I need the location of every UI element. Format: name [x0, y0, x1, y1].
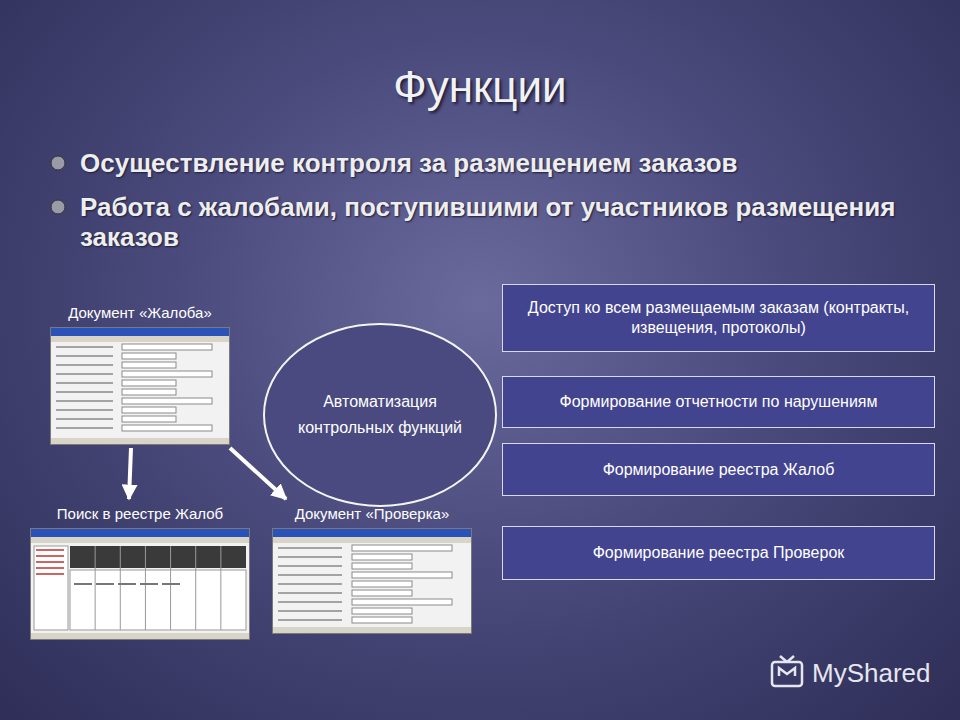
node-text: Формирование реестра Жалоб	[603, 460, 835, 480]
slide-title: Функции	[0, 62, 960, 112]
figure-caption: Документ «Жалоба»	[50, 304, 230, 321]
bullet-dot	[51, 156, 65, 170]
process-box: Формирование отчетности по нарушениям	[502, 376, 935, 428]
node-text: Доступ ко всем размещаемым заказам (конт…	[511, 298, 926, 338]
watermark-icon	[772, 656, 802, 686]
screenshot-figure: Документ «Проверка»	[272, 501, 472, 634]
node-text: Формирование реестра Проверок	[593, 543, 845, 563]
automation-ellipse: Автоматизация контрольных функций	[262, 322, 498, 508]
ellipse-outline	[262, 322, 498, 508]
process-box: Формирование реестра Проверок	[502, 526, 935, 580]
bullet-text: Осуществление контроля за размещением за…	[80, 148, 920, 178]
figure-caption: Документ «Проверка»	[272, 505, 472, 522]
watermark: MyShared	[812, 658, 931, 689]
screenshot-image	[272, 528, 472, 634]
bullet-text: Работа с жалобами, поступившими от участ…	[80, 192, 920, 252]
node-text: Формирование отчетности по нарушениям	[559, 392, 877, 412]
screenshot-figure: Поиск в реестре Жалоб	[30, 501, 250, 640]
screenshot-figure: Документ «Жалоба»	[50, 300, 230, 445]
process-box: Формирование реестра Жалоб	[502, 443, 935, 496]
bullet-dot	[51, 200, 65, 214]
screenshot-image	[30, 528, 250, 640]
flow-arrow	[129, 448, 131, 499]
figure-caption: Поиск в реестре Жалоб	[30, 505, 250, 522]
screenshot-image	[50, 327, 230, 445]
node-text: Автоматизация контрольных функций	[262, 389, 498, 441]
process-box: Доступ ко всем размещаемым заказам (конт…	[502, 284, 935, 352]
